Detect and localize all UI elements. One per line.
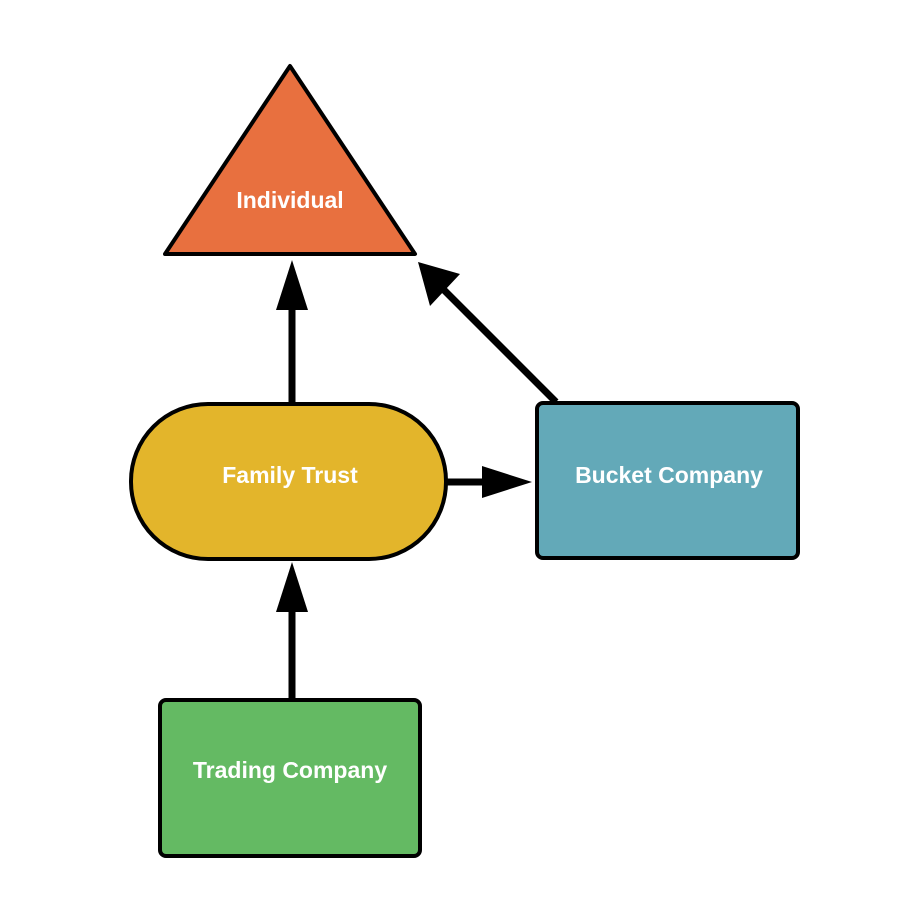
edge-line <box>440 286 559 405</box>
arrowhead <box>482 466 532 498</box>
node-individual: Individual <box>163 64 417 256</box>
family-trust-label: Family Trust <box>222 462 358 488</box>
trading-company-box <box>158 698 422 858</box>
trading-company-label: Trading Company <box>193 757 387 783</box>
node-family-trust: Family Trust <box>129 402 448 561</box>
node-bucket-company: Bucket Company <box>535 401 800 560</box>
edge-trading-company-to-family-trust <box>276 562 308 700</box>
individual-label: Individual <box>236 187 343 213</box>
bucket-company-box <box>535 401 800 560</box>
individual-triangle <box>163 64 417 256</box>
arrowhead <box>418 262 460 306</box>
edge-family-trust-to-bucket-company <box>446 466 532 498</box>
bucket-company-label: Bucket Company <box>575 462 763 488</box>
family-trust-stadium <box>129 402 448 561</box>
arrowhead <box>276 562 308 612</box>
node-trading-company: Trading Company <box>158 698 422 858</box>
edge-family-trust-to-individual <box>276 260 308 404</box>
arrowhead <box>276 260 308 310</box>
edge-bucket-company-to-individual <box>418 262 559 405</box>
